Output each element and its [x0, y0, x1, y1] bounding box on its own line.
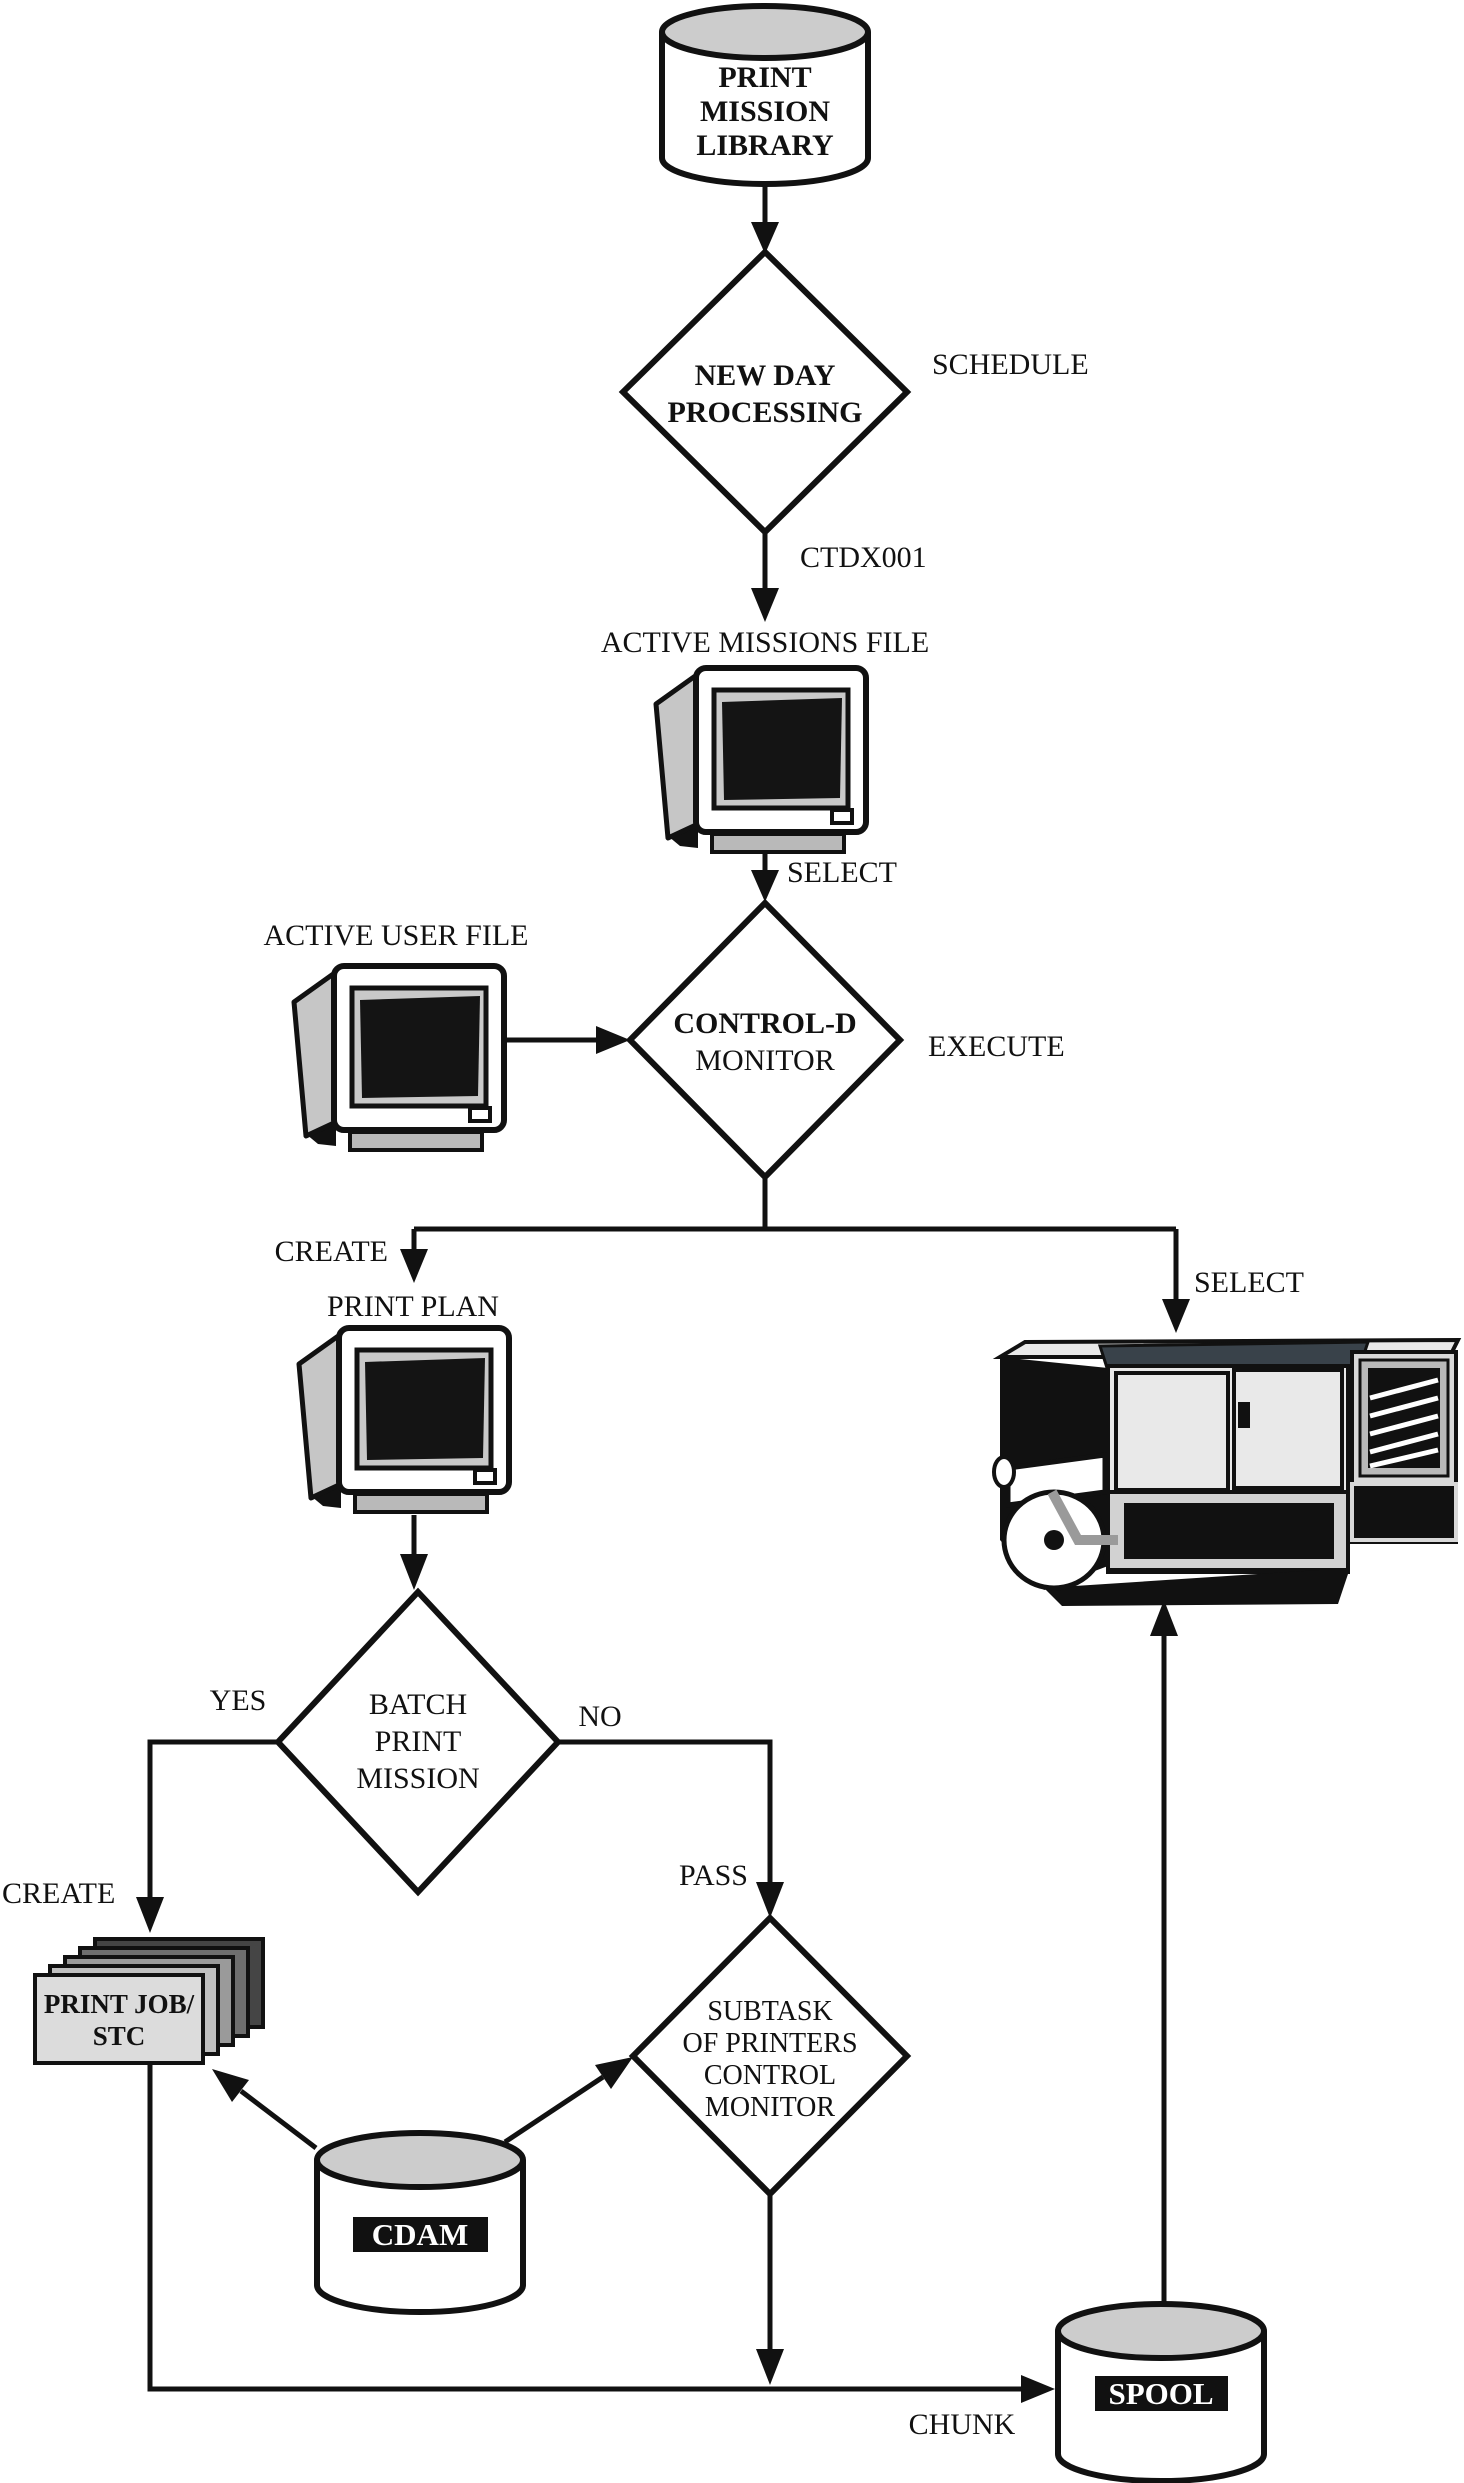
- active-missions-file-label: ACTIVE MISSIONS FILE: [601, 626, 929, 659]
- node-label: OF PRINTERS: [682, 2028, 857, 2059]
- subtask-printers-control-monitor-decision: SUBTASK OF PRINTERS CONTROL MONITOR: [628, 1913, 912, 2199]
- printer-roll-bracket: [992, 1455, 1016, 1489]
- connector-missionsfile-to-controld: [751, 852, 779, 902]
- arrowhead: [595, 2057, 633, 2089]
- connector-cdam-to-stack: [212, 2069, 318, 2150]
- printer-bottom-panel: [1124, 1503, 1334, 1559]
- node-label: NEW DAY: [695, 359, 836, 392]
- database-cylinder: [659, 32, 871, 187]
- node-label: MONITOR: [705, 2092, 835, 2123]
- node-label: PRINT: [375, 1725, 462, 1758]
- connector-library-to-newday: [751, 184, 779, 254]
- arrowhead: [596, 1026, 630, 1054]
- connector-stack-to-spool: [147, 2063, 1055, 2403]
- spool-cylinder: SPOOL: [1055, 2301, 1267, 2483]
- label-box: [1095, 2376, 1228, 2411]
- printer-base: [1044, 1568, 1350, 1606]
- database-cylinder-top: [1055, 2301, 1267, 2361]
- print-plan-label: PRINT PLAN: [327, 1290, 499, 1323]
- edge-label-create-printplan: CREATE: [275, 1235, 388, 1268]
- connector-subtask-down: [756, 2194, 784, 2385]
- arrowhead: [212, 2069, 249, 2102]
- edge-label-execute: EXECUTE: [928, 1030, 1065, 1063]
- arrowhead: [400, 1554, 428, 1590]
- connector-yes-branch: [136, 1739, 278, 1933]
- connector-newday-to-missionsfile: [751, 532, 779, 622]
- edge-label-schedule: SCHEDULE: [932, 348, 1089, 381]
- arrowhead: [756, 1882, 784, 1918]
- database-cylinder-top: [314, 2130, 526, 2190]
- connector-userfile-to-controld: [505, 1026, 630, 1054]
- node-label: MISSION: [700, 95, 830, 128]
- node-label: SUBTASK: [707, 1996, 832, 2027]
- print-mission-library-cylinder: PRINT MISSION LIBRARY: [659, 3, 871, 187]
- printer-paper-sheet: [1005, 1452, 1108, 1508]
- connector-printplan-to-batch: [400, 1515, 428, 1590]
- arrowhead: [400, 1249, 428, 1283]
- node-label: SPOOL: [1108, 2376, 1213, 2411]
- node-label: CONTROL-D: [673, 1007, 856, 1040]
- edge-label-chunk: CHUNK: [909, 2408, 1016, 2441]
- printer-roll-handle: [1047, 1489, 1118, 1545]
- printer-right-bottom-panel: [1350, 1482, 1458, 1542]
- connector-no-branch: [558, 1739, 784, 1918]
- edge-label-ctdx001: CTDX001: [800, 541, 927, 574]
- edge-label-create-printjob: CREATE: [2, 1877, 115, 1910]
- printer-roll-hub: [1044, 1530, 1064, 1550]
- active-user-file-label: ACTIVE USER FILE: [264, 919, 529, 952]
- printer-door-handle: [1238, 1402, 1250, 1428]
- node-label: LIBRARY: [696, 129, 834, 162]
- connector-spool-to-printer: [1150, 1600, 1178, 2302]
- edge-label-no: NO: [578, 1700, 621, 1733]
- arrowhead: [751, 870, 779, 902]
- node-label: PRINT JOB/: [44, 1989, 195, 2019]
- connector-controld-split: [400, 1177, 1190, 1333]
- edge-label-select-printer: SELECT: [1194, 1266, 1304, 1299]
- arrowhead: [1162, 1299, 1190, 1333]
- arrowhead: [756, 2349, 784, 2385]
- printer-door-left: [1114, 1371, 1230, 1492]
- node-label: MISSION: [356, 1762, 479, 1795]
- arrowhead: [1021, 2375, 1055, 2403]
- crt-monitor-icon: [656, 668, 866, 852]
- node-label: MONITOR: [695, 1044, 834, 1077]
- node-label: BATCH: [369, 1688, 467, 1721]
- database-cylinder-top: [659, 3, 871, 61]
- arrowhead: [751, 588, 779, 622]
- decision-diamond: [625, 898, 905, 1182]
- decision-diamond: [618, 247, 912, 537]
- node-label: STC: [93, 2021, 146, 2051]
- printer-icon: [992, 1337, 1462, 1606]
- arrowhead: [1150, 1600, 1178, 1636]
- control-d-monitor-decision: CONTROL-D MONITOR: [625, 898, 905, 1182]
- arrowhead: [751, 222, 779, 254]
- edge-label-pass: PASS: [679, 1859, 748, 1892]
- decision-diamond: [273, 1587, 563, 1897]
- edge-label-select-missions: SELECT: [787, 856, 897, 889]
- node-label: CDAM: [372, 2217, 468, 2252]
- arrowhead: [136, 1897, 164, 1933]
- label-box: [353, 2217, 488, 2252]
- node-label: CONTROL: [704, 2060, 836, 2091]
- new-day-processing-decision: NEW DAY PROCESSING: [618, 247, 912, 537]
- cdam-cylinder: CDAM: [314, 2130, 526, 2315]
- print-job-stc-stack: PRINT JOB/ STC: [33, 1937, 265, 2065]
- crt-monitor-icon: [294, 966, 504, 1150]
- page-front: [33, 1973, 205, 2065]
- crt-monitor-icon: [299, 1328, 509, 1512]
- edge-label-yes: YES: [210, 1684, 267, 1717]
- connector-cdam-to-subtask: [503, 2057, 633, 2145]
- printer-door-right: [1232, 1368, 1344, 1490]
- batch-print-mission-decision: BATCH PRINT MISSION: [273, 1587, 563, 1897]
- node-label: PRINT: [718, 61, 811, 94]
- node-label: PROCESSING: [667, 396, 862, 429]
